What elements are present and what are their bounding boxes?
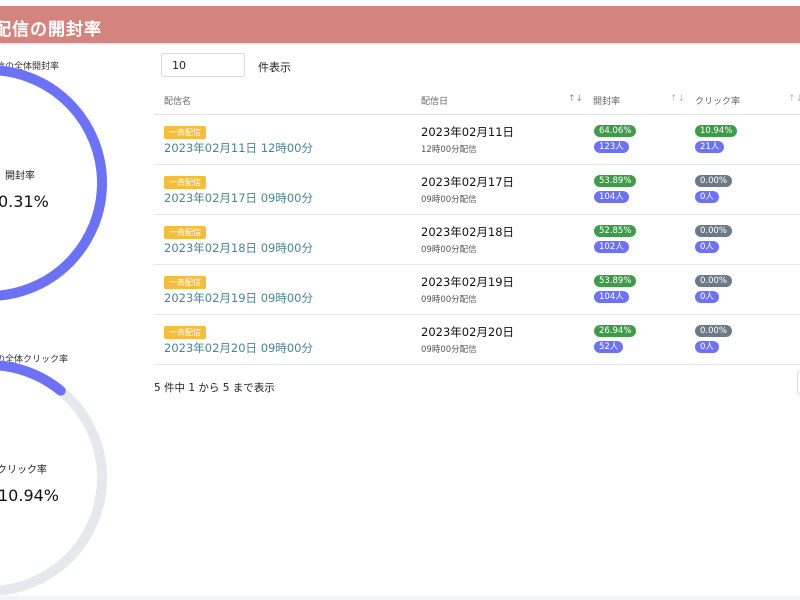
table-info-text: 5 件中 1 から 5 まで表示 [154, 382, 275, 394]
page-length-label: 件表示 [258, 61, 291, 74]
row-divider [154, 164, 800, 165]
column-header-date[interactable]: 配信日 [421, 97, 449, 107]
sort-date-icon[interactable]: ↑↓ [568, 94, 584, 104]
sort-open-rate-icon[interactable]: ↑↓ [670, 94, 686, 104]
table-row: 一斉配信 2023年02月17日 09時00分 2023年02月17日 09時0… [154, 165, 800, 215]
delivery-time: 09時00分配信 [421, 195, 477, 205]
row-divider [154, 314, 800, 315]
delivery-name-link[interactable]: 2023年02月20日 09時00分 [164, 341, 313, 355]
open-rate-badge: 53.89% [594, 175, 637, 187]
row-divider [154, 264, 800, 265]
row-divider [154, 364, 800, 365]
click-rate-donut-track [0, 360, 107, 596]
open-rate-card-label: 信の全体開封率 [0, 62, 60, 72]
pagination-button[interactable] [797, 371, 800, 395]
click-rate-badge: 0.00% [695, 225, 733, 237]
delivery-date: 2023年02月11日 [421, 125, 515, 139]
page-length-input[interactable] [161, 53, 245, 77]
click-rate-badge: 10.94% [695, 125, 738, 137]
click-rate-center-label: クリック率 [0, 465, 47, 476]
delivery-time: 09時00分配信 [421, 345, 477, 355]
click-rate-donut-chart [0, 360, 107, 596]
table-row: 一斉配信 2023年02月20日 09時00分 2023年02月20日 09時0… [154, 315, 800, 365]
column-header-open-rate[interactable]: 開封率 [593, 97, 621, 107]
row-divider [154, 214, 800, 215]
click-rate-center-value: 10.94% [0, 486, 60, 505]
delivery-name-link[interactable]: 2023年02月19日 09時00分 [164, 291, 313, 305]
click-count-badge: 0人 [695, 291, 719, 303]
open-rate-badge: 53.89% [594, 275, 637, 287]
open-rate-donut-track [0, 65, 107, 301]
delivery-type-badge: 一斉配信 [164, 276, 206, 289]
delivery-date: 2023年02月18日 [421, 225, 515, 239]
table-row: 一斉配信 2023年02月18日 09時00分 2023年02月18日 09時0… [154, 215, 800, 265]
click-rate-badge: 0.00% [695, 175, 733, 187]
delivery-name-link[interactable]: 2023年02月18日 09時00分 [164, 241, 313, 255]
click-count-badge: 0人 [695, 241, 719, 253]
open-count-badge: 104人 [594, 291, 629, 303]
click-count-badge: 0人 [695, 191, 719, 203]
delivery-date: 2023年02月17日 [421, 175, 515, 189]
open-rate-badge: 52.85% [594, 225, 637, 237]
delivery-name-link[interactable]: 2023年02月17日 09時00分 [164, 191, 313, 205]
open-rate-center-label: 開封率 [5, 171, 35, 182]
click-count-badge: 21人 [695, 141, 725, 153]
sort-click-rate-icon[interactable]: ↑↓ [788, 94, 800, 104]
delivery-type-badge: 一斉配信 [164, 176, 206, 189]
click-rate-badge: 0.00% [695, 275, 733, 287]
click-rate-badge: 0.00% [695, 325, 733, 337]
click-rate-card-label: の全体クリック率 [0, 355, 69, 365]
open-count-badge: 123人 [594, 141, 629, 153]
click-rate-donut-arc [0, 360, 107, 596]
open-rate-center-value: 0.31% [0, 192, 49, 211]
delivery-time: 09時00分配信 [421, 295, 477, 305]
open-rate-badge: 64.06% [594, 125, 637, 137]
table-row: 一斉配信 2023年02月11日 12時00分 2023年02月11日 12時0… [154, 115, 800, 165]
open-rate-donut-chart [0, 65, 107, 301]
column-header-name[interactable]: 配信名 [164, 97, 192, 107]
delivery-date: 2023年02月20日 [421, 325, 515, 339]
page-title: 配信の開封率 [0, 20, 102, 40]
delivery-time: 09時00分配信 [421, 245, 477, 255]
delivery-name-link[interactable]: 2023年02月11日 12時00分 [164, 141, 313, 155]
delivery-type-badge: 一斉配信 [164, 326, 206, 339]
delivery-type-badge: 一斉配信 [164, 226, 206, 239]
open-rate-badge: 26.94% [594, 325, 637, 337]
delivery-type-badge: 一斉配信 [164, 126, 206, 139]
page-header: 配信の開封率 [0, 6, 800, 43]
table-row: 一斉配信 2023年02月19日 09時00分 2023年02月19日 09時0… [154, 265, 800, 315]
table-header-divider [154, 114, 800, 115]
open-count-badge: 52人 [594, 341, 624, 353]
column-header-click-rate[interactable]: クリック率 [695, 97, 741, 107]
open-count-badge: 104人 [594, 191, 629, 203]
delivery-date: 2023年02月19日 [421, 275, 515, 289]
open-count-badge: 102人 [594, 241, 629, 253]
open-rate-donut-arc [0, 65, 107, 301]
delivery-time: 12時00分配信 [421, 145, 477, 155]
click-count-badge: 0人 [695, 341, 719, 353]
